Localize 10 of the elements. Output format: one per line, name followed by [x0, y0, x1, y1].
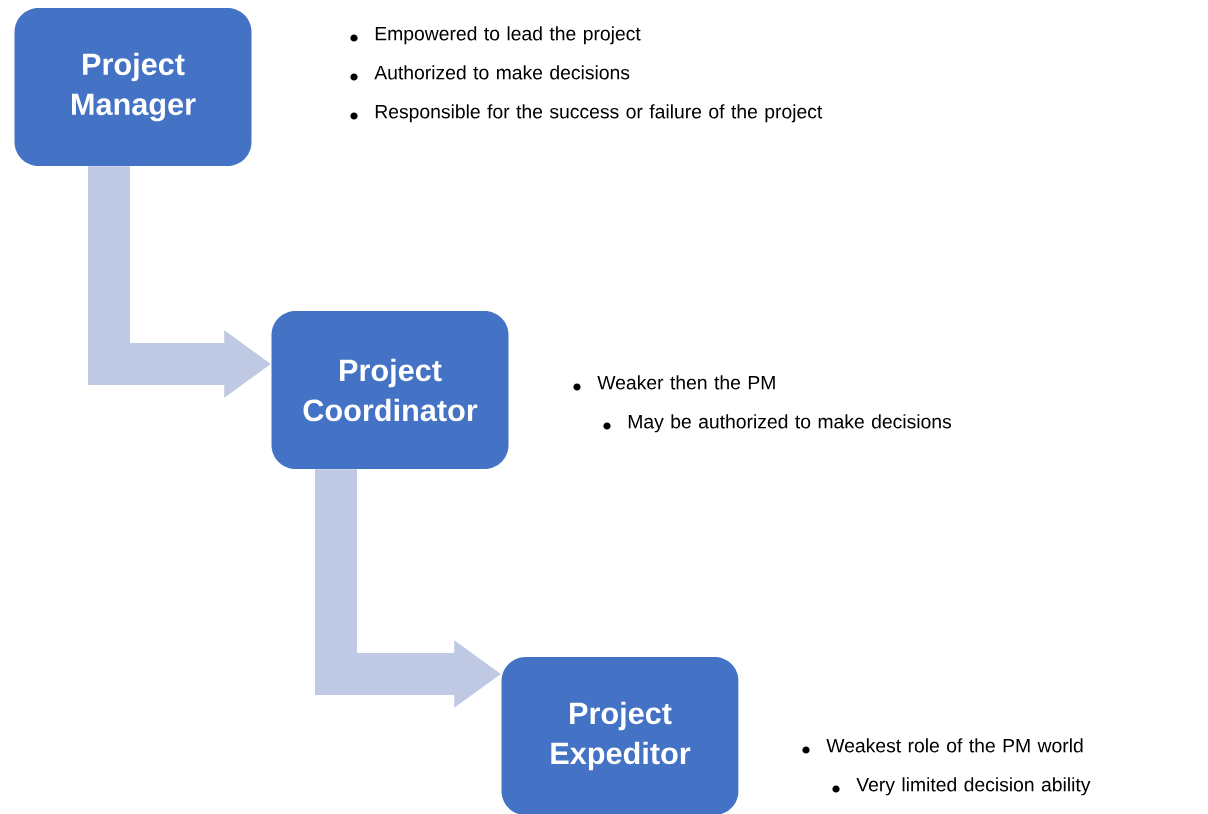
role-box: Project Expeditor [501, 657, 739, 814]
role-box: Project Manager [14, 8, 252, 166]
bullet-text: Very limited decision ability [856, 777, 1091, 796]
bullet-text: May be authorized to make decisions [628, 414, 952, 433]
bullet-text: Empowered to lead the project [375, 26, 641, 45]
bullet-text: Authorized to make decisions [374, 65, 630, 80]
bullet-text: Weakest role of the PM world [826, 738, 1083, 753]
role-box: Project Coordinator [271, 311, 509, 469]
bullet-text: Responsible for the success or failure of the project [375, 104, 823, 123]
bullet-text: Weaker then the PM [597, 375, 775, 390]
